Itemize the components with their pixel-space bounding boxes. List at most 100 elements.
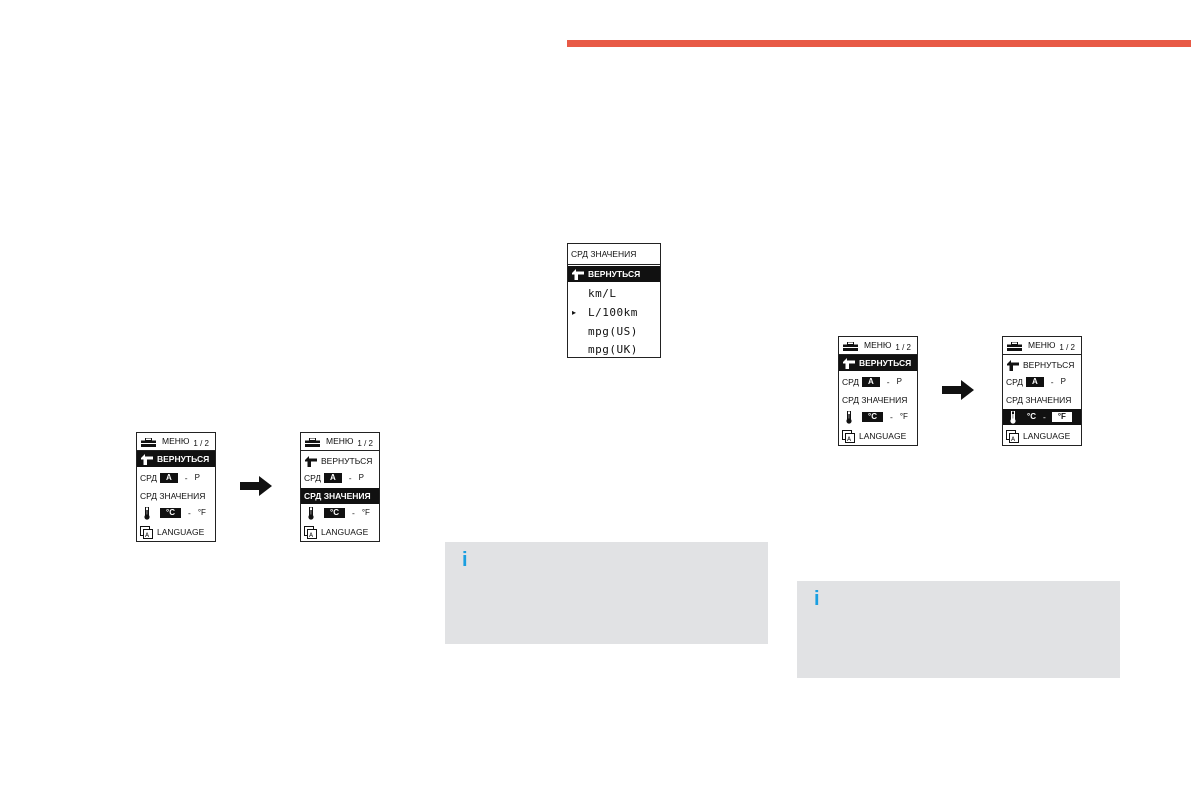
language-icon: A xyxy=(140,525,153,539)
menu-item-temperature[interactable]: °C - °F xyxy=(839,409,917,425)
thermometer-icon xyxy=(143,506,151,520)
menu-screen-initial: МЕНЮ 1 / 2 ВЕРНУТЬСЯ СРД A - P СРД ЗНАЧЕ… xyxy=(136,432,216,542)
menu-item-language[interactable]: A LANGUAGE xyxy=(301,524,379,540)
page-indicator: 1 / 2 xyxy=(1059,343,1075,352)
temp-option-c: °C xyxy=(1027,412,1036,421)
right-arrow-icon xyxy=(240,476,272,496)
info-icon: i xyxy=(814,588,820,610)
menu-back-item[interactable]: ВЕРНУТЬСЯ xyxy=(839,355,917,371)
menu-item-crd[interactable]: СРД A - P xyxy=(1003,374,1081,390)
temp-option-f: °F xyxy=(197,508,206,517)
crd-option-p: P xyxy=(1060,377,1066,386)
crd-option-a: A xyxy=(324,473,342,483)
menu-back-item[interactable]: ВЕРНУТЬСЯ xyxy=(301,453,379,469)
crd-label: СРД xyxy=(140,472,157,483)
temp-separator: - xyxy=(889,411,893,422)
toolbox-icon xyxy=(141,437,156,447)
menu-header: МЕНЮ 1 / 2 xyxy=(137,433,215,451)
menu-item-crd-values[interactable]: СРД ЗНАЧЕНИЯ xyxy=(137,488,215,504)
unit-option-l-per-100km[interactable]: L/100km xyxy=(588,306,638,319)
back-arrow-icon xyxy=(843,357,855,369)
info-box-middle: i xyxy=(445,542,768,644)
info-icon: i xyxy=(462,549,468,571)
temp-option-c: °C xyxy=(160,508,181,518)
temp-option-f: °F xyxy=(1051,412,1072,422)
crd-separator: - xyxy=(886,376,890,387)
menu-item-language[interactable]: A LANGUAGE xyxy=(137,524,215,540)
info-box-right: i xyxy=(797,581,1120,678)
page-indicator: 1 / 2 xyxy=(895,343,911,352)
temp-option-c: °C xyxy=(862,412,883,422)
menu-item-language[interactable]: A LANGUAGE xyxy=(839,428,917,444)
unit-option-mpg-us[interactable]: mpg(US) xyxy=(588,325,638,338)
menu-item-crd-values[interactable]: СРД ЗНАЧЕНИЯ xyxy=(839,392,917,408)
menu-screen-crd-values-selected: МЕНЮ 1 / 2 ВЕРНУТЬСЯ СРД A - P СРД ЗНАЧЕ… xyxy=(300,432,380,542)
crd-label: СРД xyxy=(1006,376,1023,387)
toolbox-icon xyxy=(305,437,320,447)
menu-item-language[interactable]: A LANGUAGE xyxy=(1003,428,1081,444)
toolbox-icon xyxy=(1007,341,1022,351)
crd-separator: - xyxy=(184,472,188,483)
language-label: LANGUAGE xyxy=(859,430,907,441)
temp-option-f: °F xyxy=(899,412,908,421)
thermometer-icon xyxy=(1009,410,1017,424)
menu-item-temperature[interactable]: °C - °F xyxy=(137,505,215,521)
menu-item-crd[interactable]: СРД A - P xyxy=(137,470,215,486)
svg-text:A: A xyxy=(847,436,852,443)
temp-separator: - xyxy=(351,507,355,518)
crd-values-label: СРД ЗНАЧЕНИЯ xyxy=(304,490,371,501)
crd-label: СРД xyxy=(842,376,859,387)
menu-title: МЕНЮ xyxy=(162,436,190,447)
menu-title: МЕНЮ xyxy=(864,340,892,351)
temp-separator: - xyxy=(1042,411,1046,422)
page-indicator: 1 / 2 xyxy=(193,439,209,448)
menu-title: МЕНЮ xyxy=(326,436,354,447)
menu-item-crd-values[interactable]: СРД ЗНАЧЕНИЯ xyxy=(301,488,379,504)
menu-title: МЕНЮ xyxy=(1028,340,1056,351)
menu-item-crd-values[interactable]: СРД ЗНАЧЕНИЯ xyxy=(1003,392,1081,408)
menu-item-crd[interactable]: СРД A - P xyxy=(301,470,379,486)
thermometer-icon xyxy=(307,506,315,520)
back-arrow-icon xyxy=(1007,359,1019,371)
temp-separator: - xyxy=(187,507,191,518)
toolbox-icon xyxy=(843,341,858,351)
crd-separator: - xyxy=(1050,376,1054,387)
menu-back-item[interactable]: ВЕРНУТЬСЯ xyxy=(137,451,215,467)
thermometer-icon xyxy=(845,410,853,424)
menu-back-item[interactable]: ВЕРНУТЬСЯ xyxy=(1003,357,1081,373)
svg-text:A: A xyxy=(1011,436,1016,443)
crd-values-label: СРД ЗНАЧЕНИЯ xyxy=(1006,394,1072,405)
crd-values-back-label: ВЕРНУТЬСЯ xyxy=(588,269,641,279)
language-label: LANGUAGE xyxy=(157,526,205,537)
unit-option-mpg-uk[interactable]: mpg(UK) xyxy=(588,343,638,356)
unit-option-km-per-l[interactable]: km/L xyxy=(588,287,617,300)
crd-option-a: A xyxy=(862,377,880,387)
back-arrow-icon xyxy=(141,453,153,465)
svg-text:A: A xyxy=(309,532,314,539)
crd-option-p: P xyxy=(358,473,364,482)
crd-option-p: P xyxy=(194,473,200,482)
menu-back-label: ВЕРНУТЬСЯ xyxy=(1023,359,1075,370)
menu-item-temperature[interactable]: °C - °F xyxy=(301,505,379,521)
crd-option-a: A xyxy=(160,473,178,483)
menu-header: МЕНЮ 1 / 2 xyxy=(839,337,917,355)
crd-values-label: СРД ЗНАЧЕНИЯ xyxy=(140,490,206,501)
menu-back-label: ВЕРНУТЬСЯ xyxy=(859,357,912,368)
crd-values-back-item[interactable]: ВЕРНУТЬСЯ xyxy=(568,266,660,282)
crd-values-title: СРД ЗНАЧЕНИЯ xyxy=(568,244,660,265)
right-arrow-icon xyxy=(942,380,974,400)
menu-header: МЕНЮ 1 / 2 xyxy=(1003,337,1081,355)
menu-item-crd[interactable]: СРД A - P xyxy=(839,374,917,390)
language-label: LANGUAGE xyxy=(1023,430,1071,441)
crd-values-screen: СРД ЗНАЧЕНИЯ ВЕРНУТЬСЯ km/L ▸ L/100km mp… xyxy=(567,243,661,358)
menu-header: МЕНЮ 1 / 2 xyxy=(301,433,379,451)
language-icon: A xyxy=(842,429,855,443)
selected-marker-icon: ▸ xyxy=(572,308,577,317)
crd-option-p: P xyxy=(896,377,902,386)
section-accent-bar xyxy=(567,40,1191,47)
temp-option-c: °C xyxy=(324,508,345,518)
menu-back-label: ВЕРНУТЬСЯ xyxy=(157,453,210,464)
crd-values-label: СРД ЗНАЧЕНИЯ xyxy=(842,394,908,405)
menu-item-temperature[interactable]: °C - °F xyxy=(1003,409,1081,425)
crd-separator: - xyxy=(348,472,352,483)
